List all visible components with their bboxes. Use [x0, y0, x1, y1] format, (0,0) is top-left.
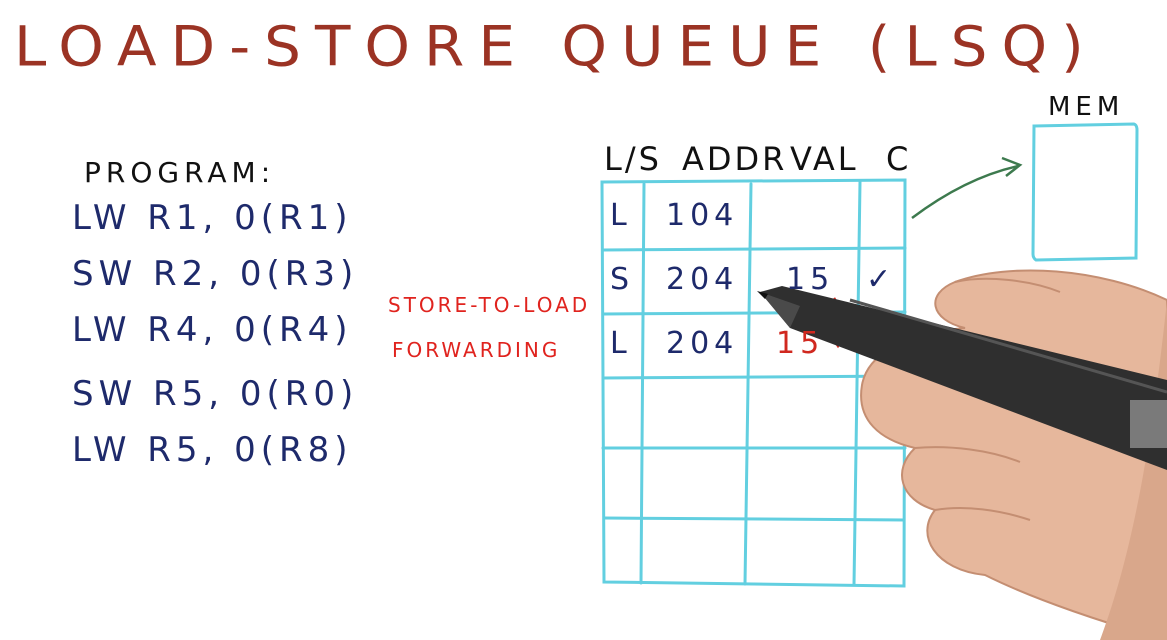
- program-instruction: LW R1, 0(R1): [72, 198, 353, 238]
- arrow-to-memory: [911, 164, 1019, 219]
- forwarding-annotation-line1: STORE-TO-LOAD: [388, 293, 591, 317]
- lsq-cell: 15: [786, 262, 835, 297]
- pen-image: [757, 286, 1167, 470]
- memory-label: MEM: [1048, 92, 1125, 122]
- lsq-column-divider: [639, 182, 646, 585]
- program-instruction: LW R4, 0(R4): [72, 310, 353, 350]
- forwarding-annotation-line2: FORWARDING: [392, 338, 561, 362]
- lsq-column-divider: [852, 180, 862, 587]
- lsq-cell: 204: [666, 326, 739, 361]
- program-instruction: LW R5, 0(R8): [72, 430, 353, 470]
- lsq-column-divider: [743, 182, 753, 586]
- lsq-cell: L: [610, 198, 632, 233]
- lsq-header-val: VAL: [790, 140, 859, 178]
- lsq-cell: 204: [666, 262, 739, 297]
- lsq-header-addr: ADDR: [682, 140, 788, 178]
- lsq-header-c: C: [886, 140, 912, 178]
- program-instruction: SW R2, 0(R3): [72, 254, 359, 294]
- lsq-cell: L: [610, 326, 632, 361]
- lsq-cell-forwarded-value: 15: [776, 326, 825, 361]
- lsq-row-divider: [602, 516, 906, 522]
- program-label: PROGRAM:: [84, 156, 276, 189]
- memory-box: [1031, 122, 1139, 262]
- lsq-cell: S: [610, 262, 635, 297]
- lsq-cell: 104: [666, 198, 739, 233]
- program-instruction: SW R5, 0(R0): [72, 374, 359, 414]
- committed-check-icon: ✓: [866, 262, 897, 297]
- lsq-row-divider: [601, 246, 907, 252]
- arrow-head-icon: [1001, 156, 1023, 177]
- page-title: LOAD-STORE QUEUE (LSQ): [14, 14, 1098, 79]
- lsq-row-divider: [601, 374, 907, 380]
- lsq-header-ls: L/S: [604, 140, 662, 178]
